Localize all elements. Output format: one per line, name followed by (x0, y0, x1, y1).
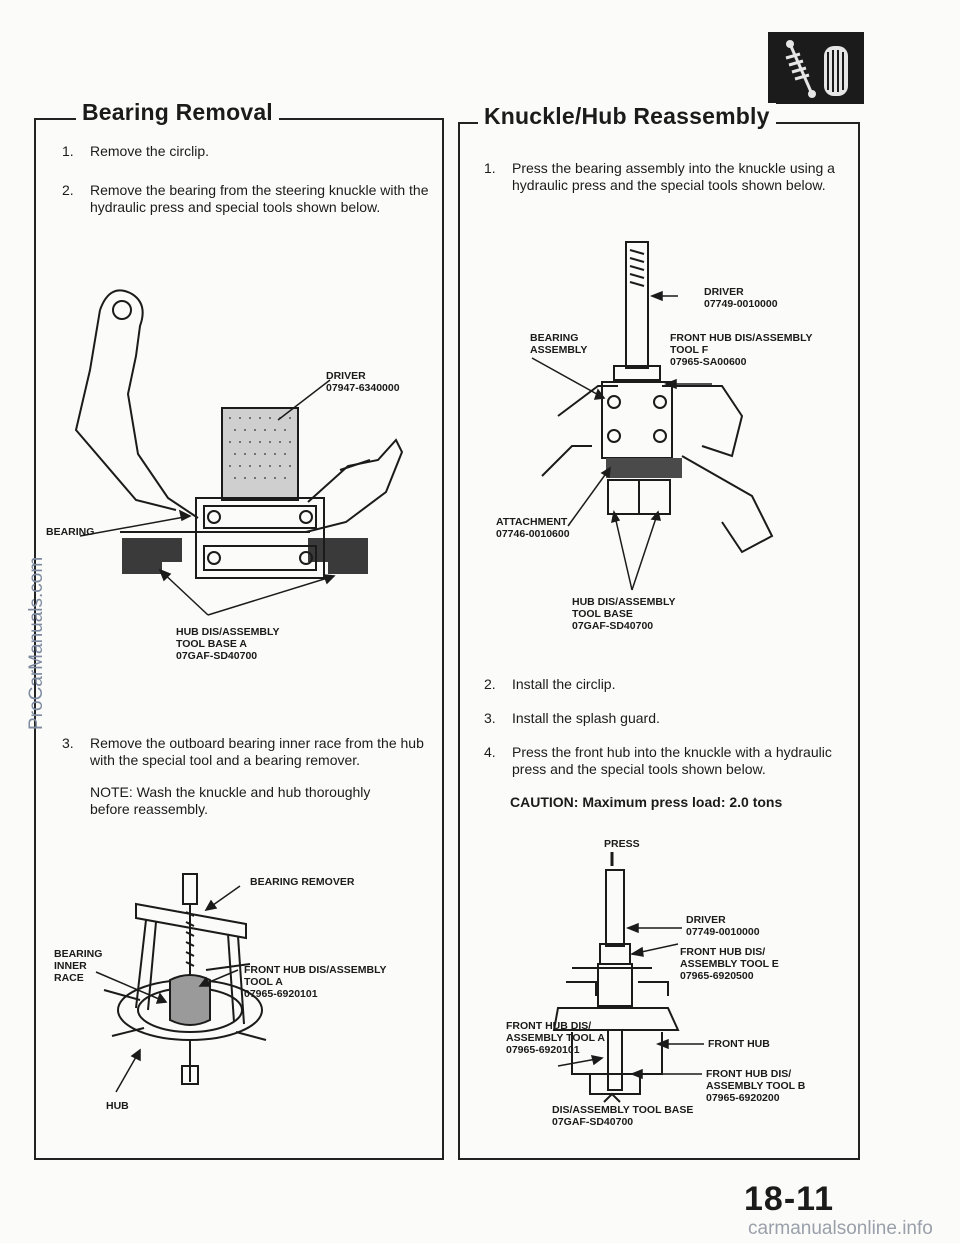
right-fig1-base-label: HUB DIS/ASSEMBLY TOOL BASE 07GAF-SD40700 (572, 596, 675, 632)
left-note: NOTE: Wash the knuckle and hub thoroughl… (90, 784, 371, 817)
right-fig2-driver-label: DRIVER 07749-0010000 (686, 914, 760, 938)
right-fig2-toola-part: 07965-6920101 (506, 1044, 580, 1056)
right-fig2-toolb-name-2: ASSEMBLY TOOL B (706, 1080, 806, 1092)
left-step-2-number: 2. (62, 182, 74, 198)
left-fig2-tool-name-2: TOOL A (244, 976, 283, 988)
left-fig2-race-label: BEARING INNER RACE (54, 948, 102, 984)
left-fig2-tool-part: 07965-6920101 (244, 988, 318, 1000)
left-fig1-bearing-label: BEARING (46, 526, 95, 538)
right-fig1-attach-name: ATTACHMENT (496, 516, 568, 528)
right-fig1-driver-part: 07749-0010000 (704, 298, 778, 310)
right-fig2-base-name: DIS/ASSEMBLY TOOL BASE (552, 1104, 694, 1116)
right-fig2-toolb-name-1: FRONT HUB DIS/ (706, 1068, 792, 1080)
right-fig2-toola-label: FRONT HUB DIS/ ASSEMBLY TOOL A 07965-692… (506, 1020, 605, 1056)
right-step-4-text: Press the front hub into the knuckle wit… (512, 744, 832, 777)
right-frame-left-rule (458, 122, 460, 1160)
left-fig1-driver-part: 07947-6340000 (326, 382, 400, 394)
right-step-1-text: Press the bearing assembly into the knuc… (512, 160, 835, 193)
left-step-3-text: Remove the outboard bearing inner race f… (90, 735, 424, 768)
left-fig1-base-name-2: TOOL BASE A (176, 638, 247, 650)
page-number: 18-11 (744, 1180, 835, 1218)
right-step-2-text: Install the circlip. (512, 676, 616, 692)
right-fig1-base-part: 07GAF-SD40700 (572, 620, 654, 632)
left-fig1-base-part: 07GAF-SD40700 (176, 650, 258, 662)
right-fig1-bearing-label: BEARING ASSEMBLY (530, 332, 587, 356)
right-fig1-driver-name: DRIVER (704, 286, 744, 298)
right-fig2-toole-name-2: ASSEMBLY TOOL E (680, 958, 779, 970)
right-fig1-bearing-name-1: BEARING (530, 332, 579, 344)
right-frame-right-rule (858, 122, 860, 1160)
left-section-title: Bearing Removal (76, 99, 279, 126)
right-fig2-driver-part: 07749-0010000 (686, 926, 760, 938)
right-fig1-driver-label: DRIVER 07749-0010000 (704, 286, 778, 310)
right-fig2-toole-label: FRONT HUB DIS/ ASSEMBLY TOOL E 07965-692… (680, 946, 779, 982)
right-fig2-base-part: 07GAF-SD40700 (552, 1116, 634, 1128)
right-frame-bottom-rule (458, 1158, 860, 1160)
right-step-2-number: 2. (484, 676, 496, 692)
left-fig2-remover-label: BEARING REMOVER (250, 876, 355, 888)
hub-press-diagram (552, 852, 704, 1103)
right-fig1-toolf-label: FRONT HUB DIS/ASSEMBLY TOOL F 07965-SA00… (670, 332, 813, 368)
bearing-removal-diagram (74, 289, 404, 616)
left-fig2-race-name-3: RACE (54, 972, 84, 984)
right-fig2-toola-name-1: FRONT HUB DIS/ (506, 1020, 592, 1032)
left-fig1-driver-label: DRIVER 07947-6340000 (326, 370, 400, 394)
left-step-2-text: Remove the bearing from the steering knu… (90, 182, 429, 215)
left-fig1-base-name: HUB DIS/ASSEMBLY (176, 626, 280, 638)
left-fig2-race-name-2: INNER (54, 960, 87, 972)
right-fig2-toola-name-2: ASSEMBLY TOOL A (506, 1032, 605, 1044)
left-fig1-driver-name: DRIVER (326, 370, 366, 382)
right-fig1-toolf-name-2: TOOL F (670, 344, 709, 356)
left-fig2-tool-name: FRONT HUB DIS/ASSEMBLY (244, 964, 387, 976)
right-fig2-driver-name: DRIVER (686, 914, 726, 926)
right-fig2-toolb-part: 07965-6920200 (706, 1092, 780, 1104)
left-fig2-hub-label: HUB (106, 1100, 129, 1112)
left-step-1-number: 1. (62, 143, 74, 159)
right-section-title: Knuckle/Hub Reassembly (478, 103, 776, 130)
left-fig2-tool-label: FRONT HUB DIS/ASSEMBLY TOOL A 07965-6920… (244, 964, 387, 1000)
right-fig1-bearing-name-2: ASSEMBLY (530, 344, 588, 356)
left-step-1-text: Remove the circlip. (90, 143, 210, 159)
left-frame-bottom-rule (34, 1158, 444, 1160)
right-fig1-base-name: HUB DIS/ASSEMBLY (572, 596, 676, 608)
right-step-3-number: 3. (484, 710, 496, 726)
left-fig2-race-name-1: BEARING (54, 948, 103, 960)
left-fig1-base-label: HUB DIS/ASSEMBLY TOOL BASE A 07GAF-SD407… (176, 626, 279, 662)
bearing-remover-diagram (95, 873, 267, 1093)
right-fig2-toole-name-1: FRONT HUB DIS/ (680, 946, 766, 958)
right-step-4-number: 4. (484, 744, 496, 760)
right-fig2-toolb-label: FRONT HUB DIS/ ASSEMBLY TOOL B 07965-692… (706, 1068, 805, 1104)
left-step-3-number: 3. (62, 735, 74, 751)
right-caution: CAUTION: Maximum press load: 2.0 tons (510, 794, 783, 810)
left-frame-left-rule (34, 118, 36, 1160)
right-fig1-attach-label: ATTACHMENT 07746-0010600 (496, 516, 570, 540)
bearing-press-diagram (531, 241, 774, 591)
bottom-watermark: carmanualsonline.info (748, 1218, 933, 1239)
right-fig1-toolf-name: FRONT HUB DIS/ASSEMBLY (670, 332, 813, 344)
right-fig2-toole-part: 07965-6920500 (680, 970, 754, 982)
right-fig2-press-label: PRESS (604, 838, 640, 850)
right-fig2-hub-label: FRONT HUB (708, 1038, 770, 1050)
right-step-3-text: Install the splash guard. (512, 710, 660, 726)
suspension-section-icon (768, 32, 864, 104)
side-watermark: ProCarManuals.com (26, 556, 47, 730)
right-fig1-base-name-2: TOOL BASE (572, 608, 633, 620)
left-frame-right-rule (442, 118, 444, 1160)
right-step-1-number: 1. (484, 160, 496, 176)
right-fig1-toolf-part: 07965-SA00600 (670, 356, 747, 368)
right-fig2-base-label: DIS/ASSEMBLY TOOL BASE 07GAF-SD40700 (552, 1104, 693, 1128)
right-fig1-attach-part: 07746-0010600 (496, 528, 570, 540)
